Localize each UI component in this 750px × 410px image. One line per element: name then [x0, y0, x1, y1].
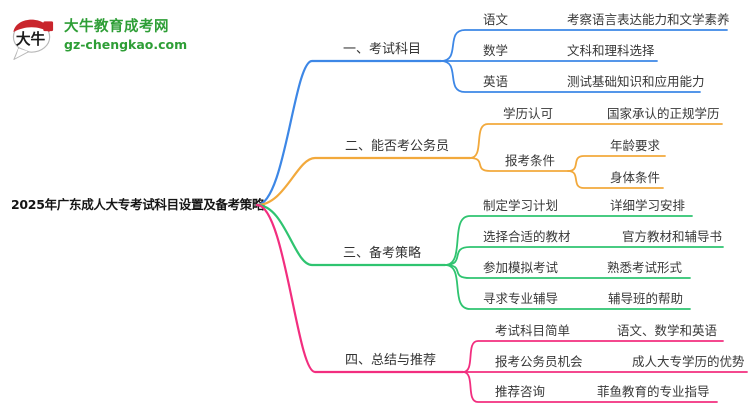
- branch-civil-service-row-line: [567, 155, 666, 172]
- mindmap-node-label: 文科和理科选择: [567, 43, 655, 58]
- branch-summary-row-line: [462, 340, 724, 373]
- site-url: gz-chengkao.com: [64, 37, 188, 53]
- branch-civil-service-label: 二、能否考公务员: [345, 139, 450, 154]
- branch-exam-subjects-row-line: [440, 29, 728, 62]
- logo-seal: [43, 21, 54, 32]
- branch-exam-subjects-label: 一、考试科目: [343, 42, 422, 57]
- mindmap-node-label: 语文: [483, 12, 509, 27]
- branch-prep-strategy-row-line: [444, 264, 691, 310]
- branch-exam-subjects-row-line: [440, 60, 701, 93]
- mindmap-node-label: 考试科目简单: [495, 323, 571, 338]
- branch-civil-service-row-line: [567, 170, 664, 189]
- branch-prep-strategy-row-line: [444, 246, 724, 266]
- mindmap-node-label: 成人大专学历的优势: [632, 354, 745, 369]
- central-topic-title: 2025年广东成人大专考试科目设置及备考策略: [11, 197, 265, 212]
- mindmap-node-label: 辅导班的帮助: [608, 291, 684, 306]
- logo-icon-text: 大牛: [16, 30, 46, 48]
- mindmap-node-label: 学历认可: [503, 106, 554, 121]
- mindmap-node-label: 语文、数学和英语: [617, 323, 718, 338]
- mindmap-node-label: 寻求专业辅导: [483, 291, 559, 306]
- branch-prep-strategy-row-line: [444, 264, 691, 279]
- mindmap-node-label: 官方教材和辅导书: [622, 229, 723, 244]
- logo-cap-shape: [13, 19, 50, 33]
- mindmap-node-label: 英语: [483, 74, 509, 89]
- mindmap-node-label: 测试基础知识和应用能力: [567, 74, 705, 89]
- site-name: 大牛教育成考网: [64, 19, 169, 36]
- branch-civil-service-trunk-line: [255, 156, 472, 207]
- branch-summary-trunk-line: [255, 203, 465, 374]
- branch-summary-row-line: [462, 371, 718, 403]
- mindmap-node-label: 熟悉考试形式: [607, 260, 683, 275]
- branch-prep-strategy-trunk-line: [255, 203, 447, 267]
- mindmap-node-label: 考察语言表达能力和文学素养: [567, 12, 730, 27]
- logo-bull-icon: 大牛: [12, 19, 54, 60]
- mindmap-node-label: 数学: [483, 43, 509, 58]
- mindmap-node-label: 年龄要求: [610, 138, 661, 153]
- mindmap-node-label: 国家承认的正规学历: [607, 106, 720, 121]
- branch-prep-strategy-label: 三、备考策略: [343, 246, 422, 261]
- branch-exam-subjects-trunk-line: [255, 59, 443, 207]
- branch-civil-service-row-line: [469, 157, 569, 172]
- site-logo[interactable]: 大牛 大牛教育成考网 gz-chengkao.com: [10, 10, 187, 62]
- mindmap-node-label: 参加模拟考试: [483, 260, 559, 275]
- mindmap-node-label: 报考公务员机会: [495, 354, 583, 369]
- mindmap-node-label: 菲鱼教育的专业指导: [597, 384, 710, 399]
- branch-prep-strategy-row-line: [444, 215, 693, 266]
- mindmap-node-label: 身体条件: [610, 170, 661, 185]
- mindmap-node-label: 详细学习安排: [610, 198, 686, 213]
- mindmap-node-label: 制定学习计划: [483, 198, 559, 213]
- mindmap-node-label: 推荐咨询: [495, 384, 546, 399]
- branch-civil-service-row-line: [469, 123, 723, 159]
- branch-summary-label: 四、总结与推荐: [345, 353, 437, 368]
- mindmap-node-label: 选择合适的教材: [483, 229, 571, 244]
- mindmap-node-label: 报考条件: [505, 153, 556, 168]
